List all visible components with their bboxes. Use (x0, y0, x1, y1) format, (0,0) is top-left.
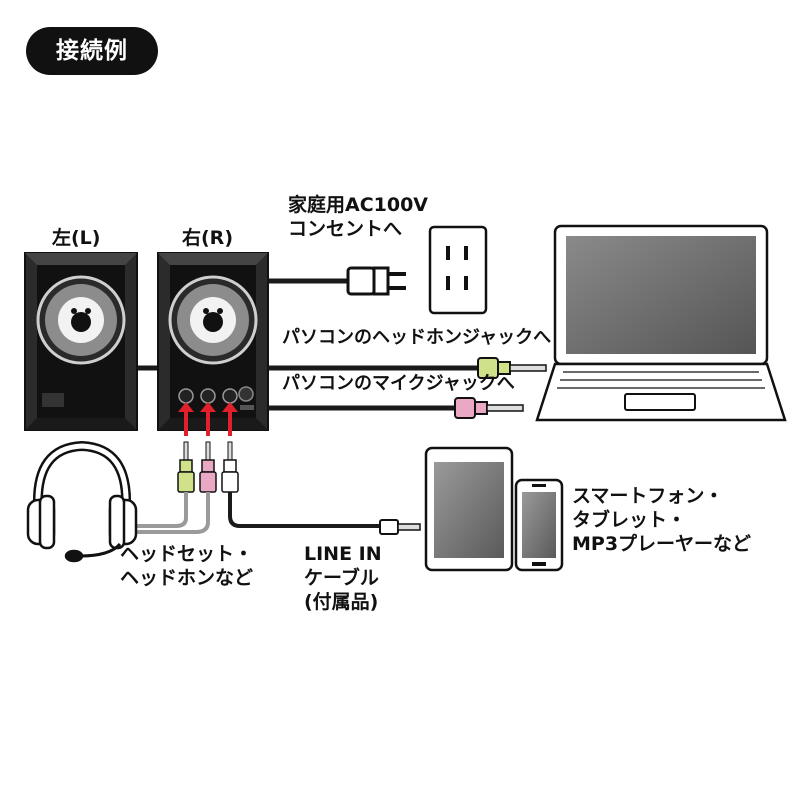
devices-label-line-1: スマートフォン・ (572, 485, 724, 507)
port-arrows (178, 402, 238, 436)
smartphone (514, 478, 564, 572)
right-speaker-label: 右(R) (182, 227, 233, 249)
left-speaker-label: 左(L) (52, 227, 101, 249)
mic-port (200, 388, 216, 404)
headset-cable (120, 492, 188, 528)
headphone-jack-label: パソコンのヘッドホンジャックへ (282, 327, 552, 348)
devices-label-line-3: MP3プレーヤーなど (572, 533, 752, 555)
devices-label: スマートフォン・ タブレット・ MP3プレーヤーなど (572, 484, 751, 556)
left-speaker (24, 252, 138, 431)
pink-plug (454, 397, 524, 419)
power-label-line-1: 家庭用AC100V (288, 194, 429, 216)
headphone-port (178, 388, 194, 404)
line-in-label: LINE IN ケーブル (付属品) (304, 542, 382, 614)
power-label: 家庭用AC100V コンセントへ (288, 193, 428, 241)
page-title-badge: 接続例 (26, 27, 158, 75)
mic-jack-label: パソコンのマイクジャックへ (282, 373, 515, 394)
headset-green-plug (177, 441, 195, 493)
line-in-label-line-1: LINE IN (304, 543, 382, 565)
headset-label: ヘッドセット・ ヘッドホンなど (120, 542, 253, 590)
line-in-black-plug (221, 441, 239, 493)
devices-label-line-2: タブレット・ (572, 509, 687, 531)
line-in-cable (228, 492, 382, 528)
headset-label-line-1: ヘッドセット・ (120, 543, 254, 565)
right-speaker (157, 252, 269, 431)
tablet (424, 446, 514, 572)
headset-pink-plug (199, 441, 217, 493)
power-label-line-2: コンセントへ (288, 218, 403, 240)
headset-label-line-2: ヘッドホンなど (120, 567, 254, 589)
wall-outlet (428, 225, 488, 315)
volume-knob (238, 386, 254, 402)
headset (26, 440, 138, 563)
laptop (535, 224, 787, 422)
green-plug (477, 357, 547, 379)
line-in-device-plug (379, 519, 421, 535)
line-in-label-line-2: ケーブル (304, 567, 379, 589)
power-plug (346, 266, 406, 296)
line-in-port (222, 388, 238, 404)
line-in-label-line-3: (付属品) (304, 591, 379, 613)
headset-cable-2 (120, 492, 210, 534)
